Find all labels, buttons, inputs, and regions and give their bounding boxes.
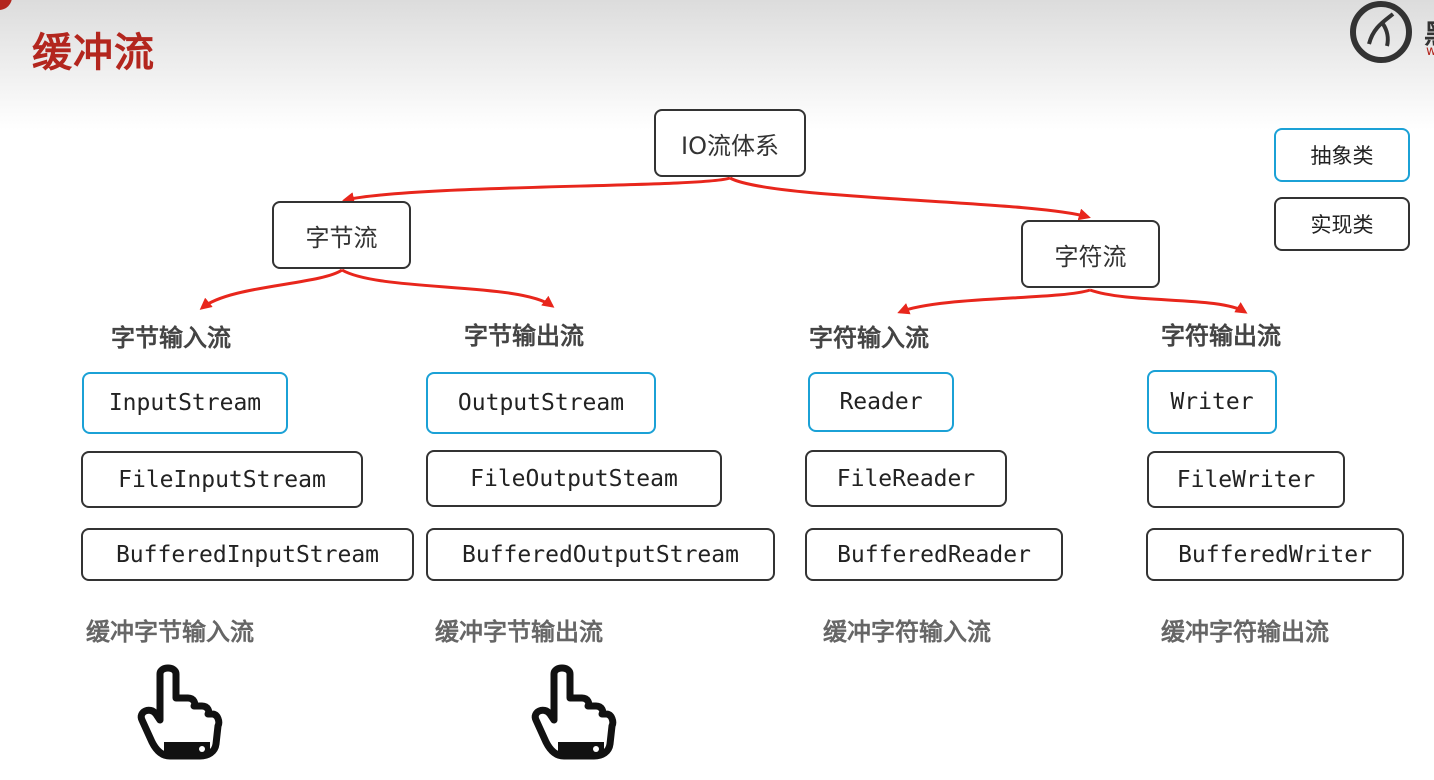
pointing-hand-icon xyxy=(137,664,223,760)
branch-header-char-output: 字符输出流 xyxy=(1161,322,1281,350)
class-inputstream: InputStream xyxy=(82,372,288,434)
caption-char-input: 缓冲字符输入流 xyxy=(823,618,991,646)
caption-byte-output: 缓冲字节输出流 xyxy=(435,618,603,646)
logo-glyph: 黑 xyxy=(1424,14,1434,51)
caption-byte-input: 缓冲字节输入流 xyxy=(86,618,254,646)
arrow-byte-to-input xyxy=(199,268,343,310)
page-title: 缓冲流 xyxy=(32,30,155,76)
pointing-hand-icon xyxy=(531,664,617,760)
class-filereader: FileReader xyxy=(805,450,1007,507)
char-stream-node: 字符流 xyxy=(1021,220,1160,288)
arrow-root-to-byte xyxy=(342,176,731,204)
class-bufferedwriter: BufferedWriter xyxy=(1146,528,1404,581)
class-writer: Writer xyxy=(1147,370,1277,434)
arrow-root-to-char xyxy=(729,176,1091,221)
caption-char-output: 缓冲字符输出流 xyxy=(1161,618,1329,646)
legend-abstract: 抽象类 xyxy=(1274,128,1410,182)
header-band xyxy=(0,0,1434,130)
class-reader: Reader xyxy=(808,372,954,432)
logo-sub: w xyxy=(1426,44,1434,59)
class-bufferedinputstream: BufferedInputStream xyxy=(81,528,414,581)
corner-dot xyxy=(0,0,12,10)
logo-icon xyxy=(1350,1,1412,63)
class-fileinputstream: FileInputStream xyxy=(81,451,363,508)
arrow-char-to-output xyxy=(1089,288,1248,314)
byte-stream-node: 字节流 xyxy=(272,201,411,269)
class-bufferedoutputstream: BufferedOutputStream xyxy=(426,528,775,581)
legend-impl: 实现类 xyxy=(1274,197,1410,251)
arrow-char-to-input xyxy=(897,288,1091,315)
class-filewriter: FileWriter xyxy=(1147,451,1345,508)
class-bufferedreader: BufferedReader xyxy=(805,528,1063,581)
class-fileoutputsteam: FileOutputSteam xyxy=(426,450,722,507)
branch-header-char-input: 字符输入流 xyxy=(809,324,929,352)
class-outputstream: OutputStream xyxy=(426,372,656,434)
arrow-byte-to-output xyxy=(341,268,555,308)
branch-header-byte-input: 字节输入流 xyxy=(111,324,231,352)
branch-header-byte-output: 字节输出流 xyxy=(464,322,584,350)
root-node: IO流体系 xyxy=(654,109,806,177)
